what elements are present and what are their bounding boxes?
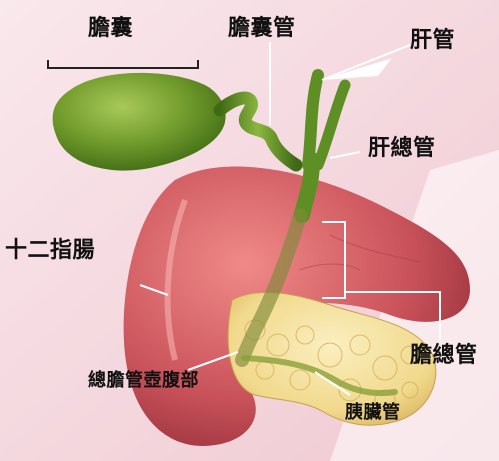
label-pancreatic-duct: 胰臟管 [345, 404, 401, 422]
label-ampulla: 總膽管壺腹部 [88, 372, 199, 390]
label-common-bile-duct: 膽總管 [410, 345, 478, 367]
label-common-hepatic-duct: 肝總管 [368, 138, 436, 160]
label-gallbladder: 膽囊 [88, 18, 133, 40]
label-duodenum: 十二指腸 [5, 240, 95, 262]
label-hepatic-duct: 肝管 [410, 30, 455, 52]
label-cystic-duct: 膽囊管 [228, 18, 296, 40]
